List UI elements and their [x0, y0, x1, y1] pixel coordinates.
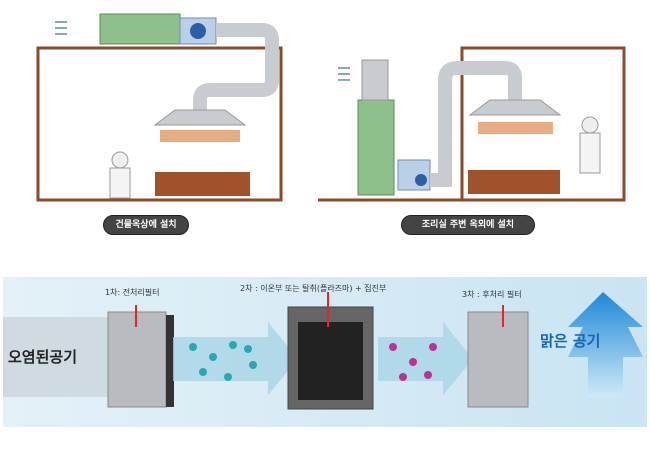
building-wall	[460, 46, 626, 202]
clean-air-label: 맑은 공기	[540, 332, 601, 350]
particles	[189, 341, 257, 381]
duct	[193, 23, 279, 112]
building-wall	[36, 46, 283, 202]
flow-arrow	[173, 322, 298, 395]
outdoor-installation-scene	[318, 46, 626, 202]
outdoor-caption: 조리실 주변 옥외에 설치	[401, 215, 535, 235]
airflow-icon	[55, 21, 67, 35]
fan-unit	[179, 17, 217, 45]
airflow-icon	[338, 67, 350, 81]
rooftop-installation-scene	[36, 13, 283, 202]
pre-filter	[107, 311, 167, 408]
fan-icon	[415, 174, 427, 186]
stage1-label: 1차: 전처리필터	[105, 288, 160, 297]
particles	[389, 343, 437, 381]
exhaust-arrows	[160, 130, 240, 142]
stage3-label: 3차 : 후처리 필터	[462, 290, 522, 299]
purifier-unit	[99, 13, 181, 45]
kitchen-installation-illustrations	[36, 13, 626, 202]
hood	[153, 109, 247, 126]
rooftop-caption: 건물옥상에 설치	[103, 215, 189, 235]
stove	[155, 172, 250, 196]
post-filter	[467, 311, 529, 408]
polluted-air-label: 오염된공기	[8, 348, 78, 366]
purification-process-diagram	[3, 277, 647, 427]
stove	[468, 170, 560, 194]
exhaust-arrows	[478, 122, 553, 134]
clean-air-arrow	[568, 292, 643, 397]
purifier-unit	[357, 99, 395, 196]
chef-figure	[581, 116, 599, 134]
fan-icon	[190, 23, 206, 39]
duct	[430, 61, 522, 187]
hood	[468, 99, 562, 116]
fan-unit	[397, 159, 431, 191]
chef-figure	[111, 151, 129, 169]
stage2-label: 2차 : 이온부 또는 탈취(플라즈마) + 집진부	[240, 284, 387, 293]
polluted-air-cloud	[3, 317, 113, 397]
